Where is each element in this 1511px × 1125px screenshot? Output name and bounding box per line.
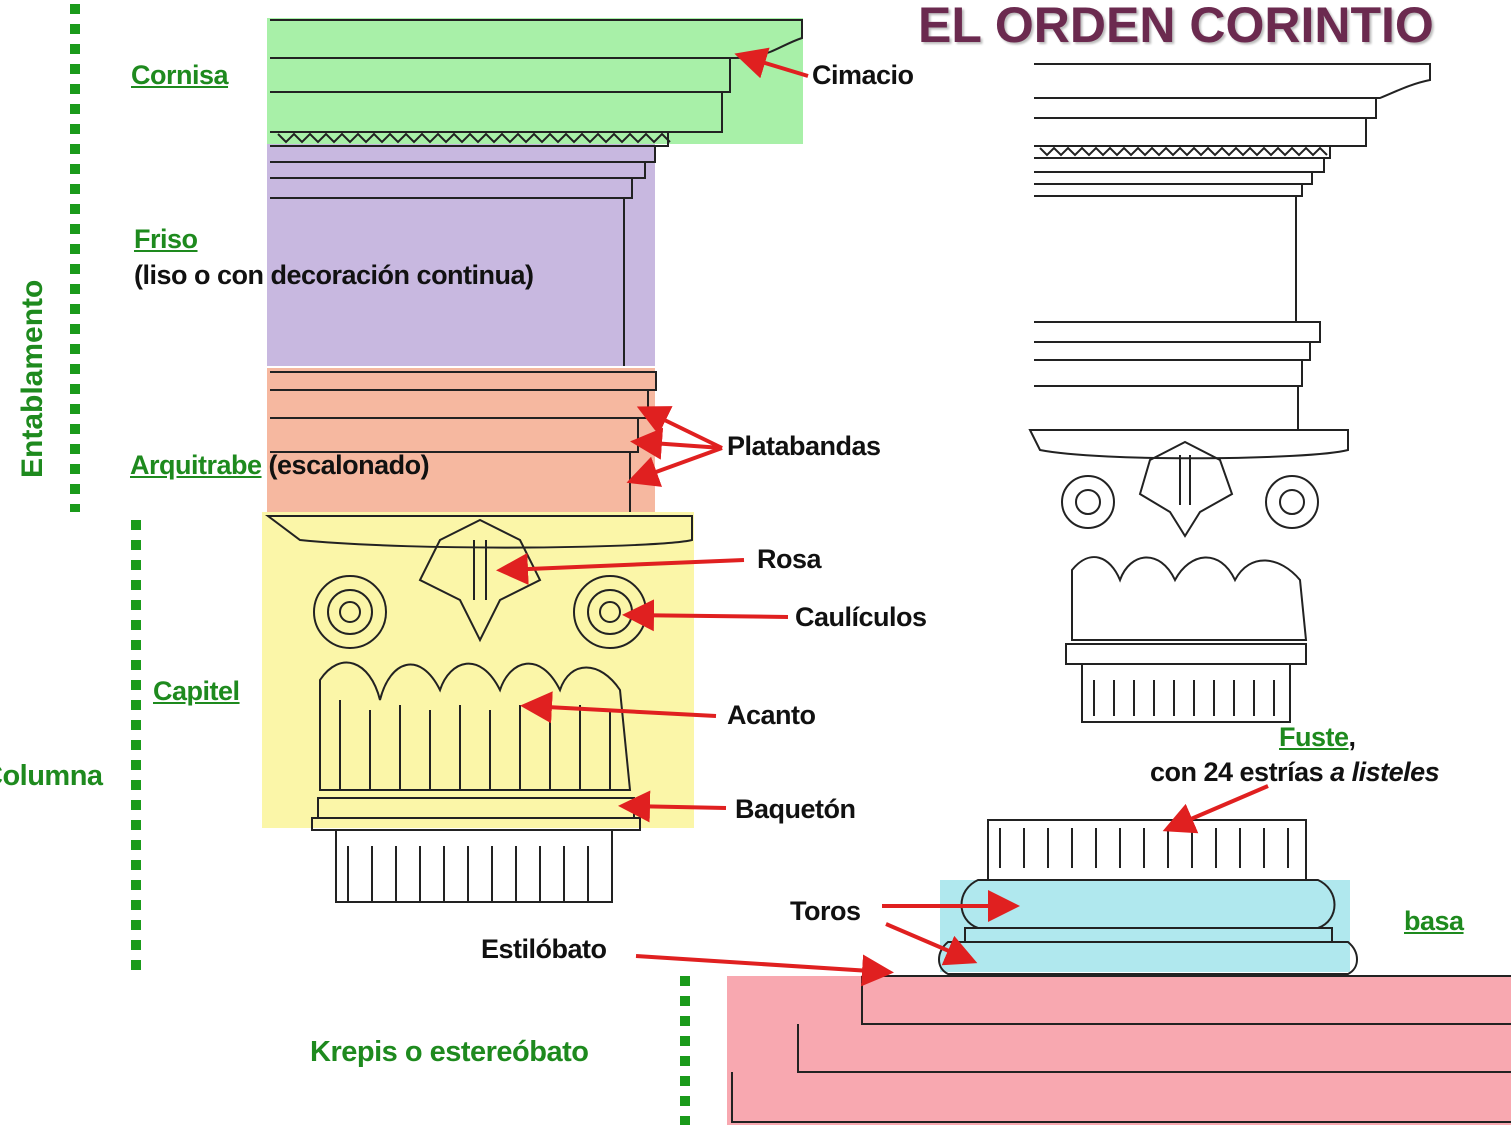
arquitrabe-label[interactable]: Arquitrabe xyxy=(130,450,262,480)
entablamento-bracket xyxy=(70,4,80,512)
cimacio-label: Cimacio xyxy=(812,60,914,90)
arrow-rosa xyxy=(496,553,745,585)
arrow-platabanda-2 xyxy=(630,427,723,460)
toros-label: Toros xyxy=(790,896,861,926)
rosa-label: Rosa xyxy=(757,544,822,574)
arquitrabe-row: Arquitrabe (escalonado) xyxy=(130,450,430,481)
cornisa-zone xyxy=(267,18,803,144)
acanto-label: Acanto xyxy=(727,700,816,730)
arrow-acanto xyxy=(520,691,717,724)
krepis-bracket xyxy=(680,976,690,1125)
friso-note: (liso o con decoración continua) xyxy=(134,260,534,290)
entablamento-label: Entablamento xyxy=(16,279,49,478)
arrow-platabanda-1 xyxy=(636,406,723,450)
arrow-baqueton xyxy=(618,790,727,823)
arquitrabe-zone xyxy=(267,368,655,512)
columna-label: Columna xyxy=(0,760,103,792)
krepis-label: Krepis o estereóbato xyxy=(310,1036,589,1068)
platabandas-label: Platabandas xyxy=(727,431,881,461)
friso-label[interactable]: Friso xyxy=(134,224,198,254)
fuste-label[interactable]: Fuste xyxy=(1279,722,1349,752)
arrow-platabanda-3 xyxy=(626,446,723,487)
friso-zone xyxy=(267,144,655,366)
arrow-fuste xyxy=(1162,784,1269,834)
fuste-note: con 24 estrías xyxy=(1150,757,1324,787)
fuste-note-row: con 24 estrías a listeles xyxy=(1150,757,1440,788)
arrow-estilobato xyxy=(635,954,894,987)
estilobato-label: Estilóbato xyxy=(481,934,607,964)
fuste-comma: , xyxy=(1348,722,1357,752)
arrow-cauliculos xyxy=(622,599,789,632)
page-title: EL ORDEN CORINTIO xyxy=(918,0,1434,53)
arrow-toros-2 xyxy=(885,922,978,966)
right-column-lines xyxy=(731,63,1511,1123)
basa-label[interactable]: basa xyxy=(1404,906,1464,936)
basa-zone xyxy=(940,880,1350,972)
cornisa-label[interactable]: Cornisa xyxy=(131,60,229,90)
cauliculos-label: Caulículos xyxy=(795,602,927,632)
arrow-cimacio xyxy=(734,47,809,79)
baqueton-label: Baquetón xyxy=(735,794,856,824)
fuste-note-italic: a listeles xyxy=(1330,757,1440,787)
fuste-row: Fuste, xyxy=(1279,722,1356,753)
arquitrabe-note: (escalonado) xyxy=(268,450,430,480)
columna-bracket xyxy=(131,520,141,972)
capitel-label[interactable]: Capitel xyxy=(153,676,240,706)
pointer-arrows xyxy=(496,47,1269,987)
krepis-zone xyxy=(727,976,1511,1125)
